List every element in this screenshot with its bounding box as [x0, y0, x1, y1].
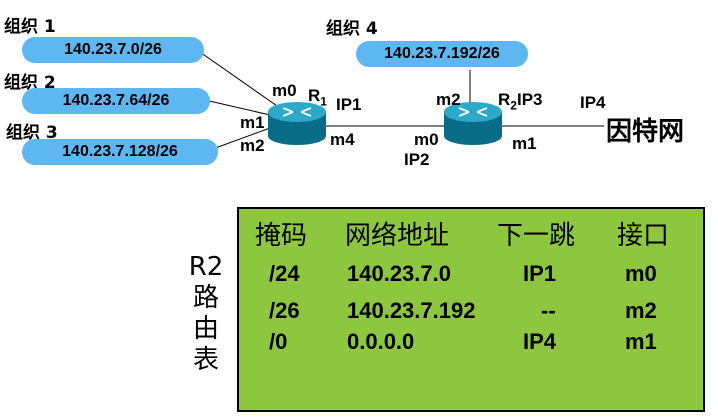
row1-network: 140.23.7.0 — [347, 261, 451, 286]
r1-name: R1 — [308, 86, 327, 109]
row3-mask: /0 — [269, 329, 288, 354]
router-r2-icon — [444, 102, 502, 145]
internet-label: 因特网 — [606, 117, 685, 147]
internet-ip-label: IP4 — [580, 93, 606, 112]
org2-subnet: 140.23.7.64/26 — [22, 88, 210, 114]
org4-label: 组织 4 — [326, 19, 378, 39]
header-network: 网络地址 — [345, 221, 450, 251]
row1-next-hop: IP1 — [523, 261, 557, 286]
r1-port-m4: m4 — [330, 130, 355, 149]
r1-ip-label: IP1 — [336, 95, 362, 114]
row3-next-hop: IP4 — [523, 329, 557, 354]
header-mask: 掩码 — [255, 221, 308, 251]
routing-table-title-char-1: 路 — [192, 283, 219, 313]
org3-subnet: 140.23.7.128/26 — [22, 139, 218, 165]
row1-iface: m0 — [625, 261, 657, 286]
r2-port-m2: m2 — [436, 90, 461, 109]
r1-port-m2: m2 — [240, 136, 265, 155]
row3-network: 0.0.0.0 — [347, 329, 415, 354]
r1-port-m1: m1 — [240, 113, 265, 132]
router-r1-icon — [268, 102, 326, 145]
org1-label: 组织 1 — [4, 17, 56, 37]
org1-subnet: 140.23.7.0/26 — [22, 37, 204, 63]
r2-ip2-label: IP2 — [404, 150, 430, 169]
row2-iface: m2 — [625, 298, 657, 323]
r2-name-ip: R2IP3 — [498, 90, 543, 113]
routing-table: 掩码 网络地址 下一跳 接口 /24 140.23.7.0 IP1 m0 /26… — [237, 207, 705, 412]
routing-table-title: R2 路 由 表 — [186, 252, 226, 376]
link-org3-r1 — [209, 127, 271, 151]
routing-table-title-char-3: 表 — [192, 345, 219, 375]
row1-mask: /24 — [269, 261, 300, 286]
routing-table-title-r2: R2 — [188, 252, 224, 282]
r2-port-m1: m1 — [512, 134, 537, 153]
routing-table-title-char-2: 由 — [192, 314, 219, 344]
header-next-hop: 下一跳 — [497, 221, 576, 251]
link-org2-r1 — [204, 99, 271, 116]
row2-network: 140.23.7.192 — [347, 298, 476, 323]
r2-port-m0: m0 — [414, 130, 439, 149]
row2-mask: /26 — [269, 298, 300, 323]
org4-subnet: 140.23.7.192/26 — [356, 41, 528, 67]
row3-iface: m1 — [625, 329, 657, 354]
link-org1-r1 — [196, 49, 281, 109]
row2-next-hop: -- — [541, 298, 556, 323]
org3-label: 组织 3 — [6, 123, 58, 143]
header-interface: 接口 — [617, 221, 670, 251]
r1-port-m0: m0 — [272, 81, 297, 100]
